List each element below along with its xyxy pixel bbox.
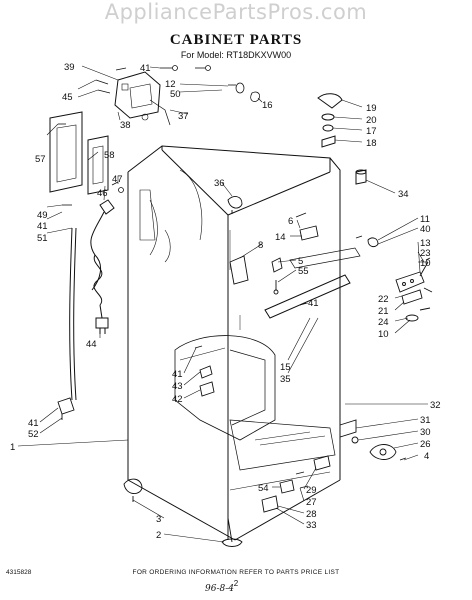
top-hinge-icon: [317, 93, 367, 185]
callout-2: 2: [156, 530, 161, 541]
callout-10b: 10: [378, 329, 389, 340]
leveling-leg-icon: [57, 397, 243, 547]
callout-27: 27: [306, 497, 317, 508]
lower-hardware-icons: [261, 419, 407, 513]
callout-24: 24: [378, 317, 389, 328]
callout-6: 6: [288, 216, 293, 227]
model-subtitle: For Model: RT18DKXVW00: [180, 50, 292, 60]
callout-12: 12: [165, 79, 176, 90]
callout-4: 4: [424, 451, 429, 462]
callout-41b: 41: [37, 221, 48, 232]
diagram-code: 4315828: [6, 569, 32, 576]
callout-16: 16: [262, 100, 273, 111]
callout-14: 14: [275, 232, 286, 243]
callout-41e: 41: [28, 418, 39, 429]
callout-46: 46: [97, 188, 108, 199]
callout-50: 50: [170, 89, 181, 100]
callout-52: 52: [28, 429, 39, 440]
callout-31: 31: [420, 415, 431, 426]
callout-5: 5: [298, 256, 303, 267]
callout-labels: 39 41 45 38 57 58 47 46 49 41 51 44 12 5…: [10, 62, 441, 541]
callout-30: 30: [420, 427, 431, 438]
callout-36: 36: [214, 178, 225, 189]
callout-43: 43: [172, 381, 183, 392]
control-box-icon: [114, 71, 171, 126]
callout-21: 21: [378, 306, 389, 317]
callout-20: 20: [366, 115, 377, 126]
refrigerator-cabinet-drawing: [127, 145, 361, 541]
callout-29: 29: [306, 485, 317, 496]
callout-40: 40: [420, 224, 431, 235]
callout-32: 32: [430, 400, 441, 411]
callout-54: 54: [258, 483, 269, 494]
cabinet-hardware-icons: [227, 196, 319, 306]
callout-8: 8: [258, 240, 263, 251]
page-number: 2: [233, 579, 239, 588]
callout-10: 10: [420, 258, 431, 269]
callout-41d: 41: [172, 369, 183, 380]
freezer-hardware-icons: [194, 345, 215, 397]
callout-45: 45: [62, 92, 73, 103]
callout-42: 42: [172, 394, 183, 405]
callout-28: 28: [306, 509, 317, 520]
callout-23: 23: [420, 248, 431, 259]
callout-13: 13: [420, 238, 431, 249]
callout-22: 22: [378, 294, 389, 305]
power-cord-icon: [69, 199, 115, 401]
callout-17: 17: [366, 126, 377, 137]
callout-38: 38: [120, 120, 131, 131]
callout-49: 49: [37, 210, 48, 221]
callout-19: 19: [366, 103, 377, 114]
ordering-note: FOR ORDERING INFORMATION REFER TO PARTS …: [132, 569, 340, 576]
callout-1: 1: [10, 442, 15, 453]
callout-58: 58: [104, 150, 115, 161]
callout-47: 47: [112, 174, 123, 185]
callout-57: 57: [35, 154, 46, 165]
callout-15: 15: [280, 362, 291, 373]
callout-44: 44: [86, 339, 97, 350]
callout-41: 41: [140, 63, 151, 74]
screw-icons: [58, 65, 260, 206]
bottom-hinge-icon: [355, 235, 433, 322]
callout-34: 34: [398, 189, 409, 200]
callout-18: 18: [366, 138, 377, 149]
page-title: CABINET PARTS: [169, 32, 303, 48]
callout-55: 55: [298, 266, 309, 277]
callout-41c: 41: [308, 298, 319, 309]
handwritten-note: 96-8-4: [205, 584, 234, 594]
callout-11: 11: [420, 214, 430, 225]
callout-3: 3: [156, 514, 161, 525]
callout-37: 37: [178, 111, 189, 122]
leader-lines: [17, 65, 428, 543]
callout-35: 35: [280, 374, 291, 385]
callout-26: 26: [420, 439, 431, 450]
callout-33: 33: [306, 520, 317, 531]
callout-39: 39: [64, 62, 75, 73]
watermark: AppliancePartsPros.com: [104, 0, 368, 24]
callout-51: 51: [37, 233, 48, 244]
light-panel-icon: [49, 111, 109, 195]
